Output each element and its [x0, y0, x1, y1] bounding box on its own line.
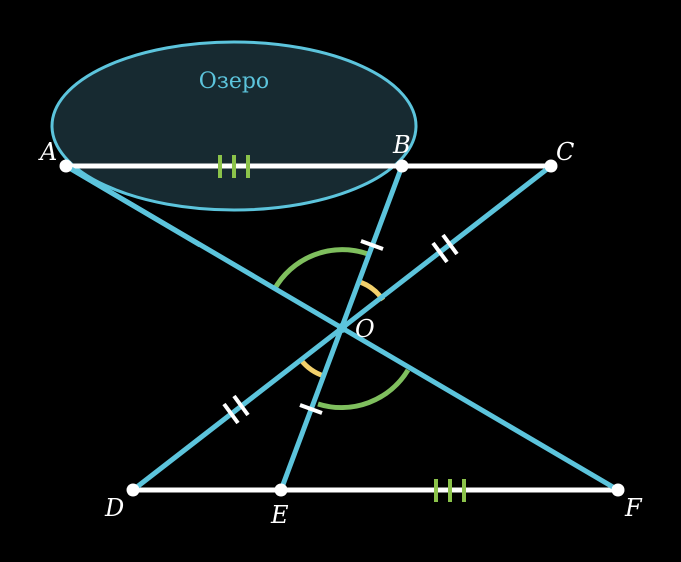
lake [50, 40, 418, 212]
points [59, 159, 625, 497]
label-d: D [104, 494, 124, 522]
point-a [59, 159, 73, 173]
tick-marks-triple-ef [434, 479, 466, 502]
label-c: C [556, 138, 574, 166]
point-b [395, 159, 409, 173]
point-e [274, 483, 288, 497]
tick-marks-double-od [222, 394, 250, 425]
label-b: B [392, 131, 411, 159]
tick-mark-single-oe [299, 403, 323, 415]
lake-label: Озеро [199, 69, 269, 94]
tick-mark-single-ob [360, 239, 384, 251]
label-f: F [624, 494, 643, 522]
label-e: E [270, 501, 289, 529]
point-o [337, 323, 347, 333]
point-f [611, 483, 625, 497]
tick-marks-triple-ab [218, 155, 250, 178]
label-o: O [355, 315, 375, 343]
angle-arc-green-bottom [317, 368, 411, 411]
segment-ao-over-lake [64, 163, 202, 248]
label-a: A [38, 138, 57, 166]
point-c [544, 159, 558, 173]
angle-arc-green-top [271, 247, 369, 292]
point-d [126, 483, 140, 497]
tick-marks-double-oc [431, 233, 459, 264]
